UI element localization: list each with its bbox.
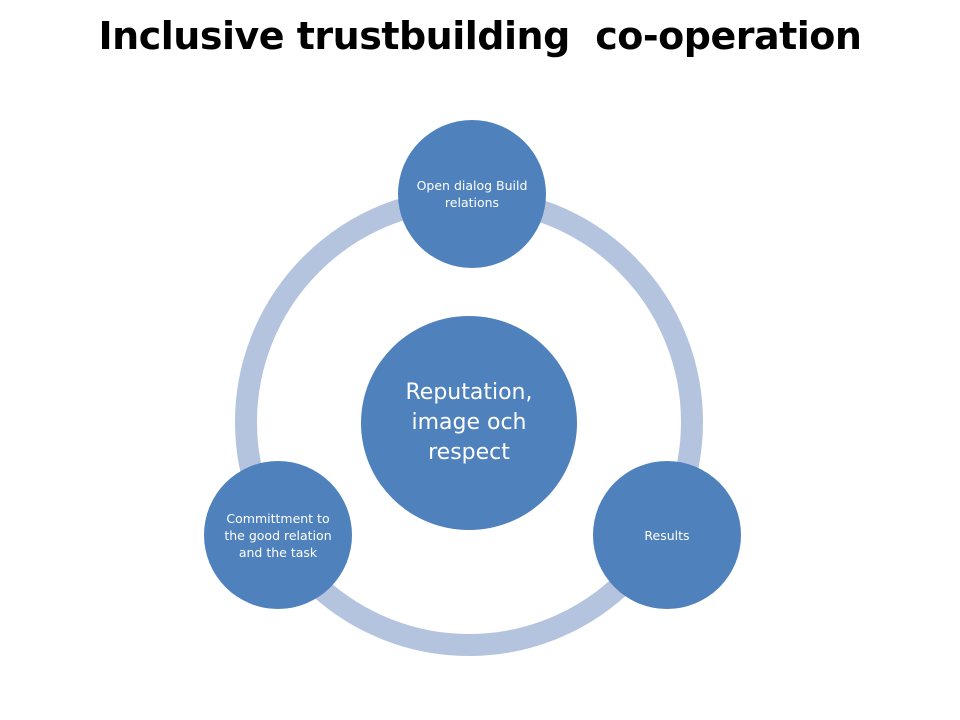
node-results: Results (593, 461, 741, 609)
node-open-dialog-label: Open dialog Build relations (416, 178, 528, 210)
node-center-reputation: Reputation, image och respect (361, 316, 577, 530)
node-center-label: Reputation, image och respect (405, 380, 533, 465)
slide-title: Inclusive trustbuilding co-operation (98, 14, 862, 58)
node-committment-label: Committment to the good relation and the… (224, 510, 332, 560)
node-open-dialog: Open dialog Build relations (398, 120, 546, 268)
node-results-label: Results (644, 527, 690, 543)
node-committment: Committment to the good relation and the… (204, 461, 352, 609)
